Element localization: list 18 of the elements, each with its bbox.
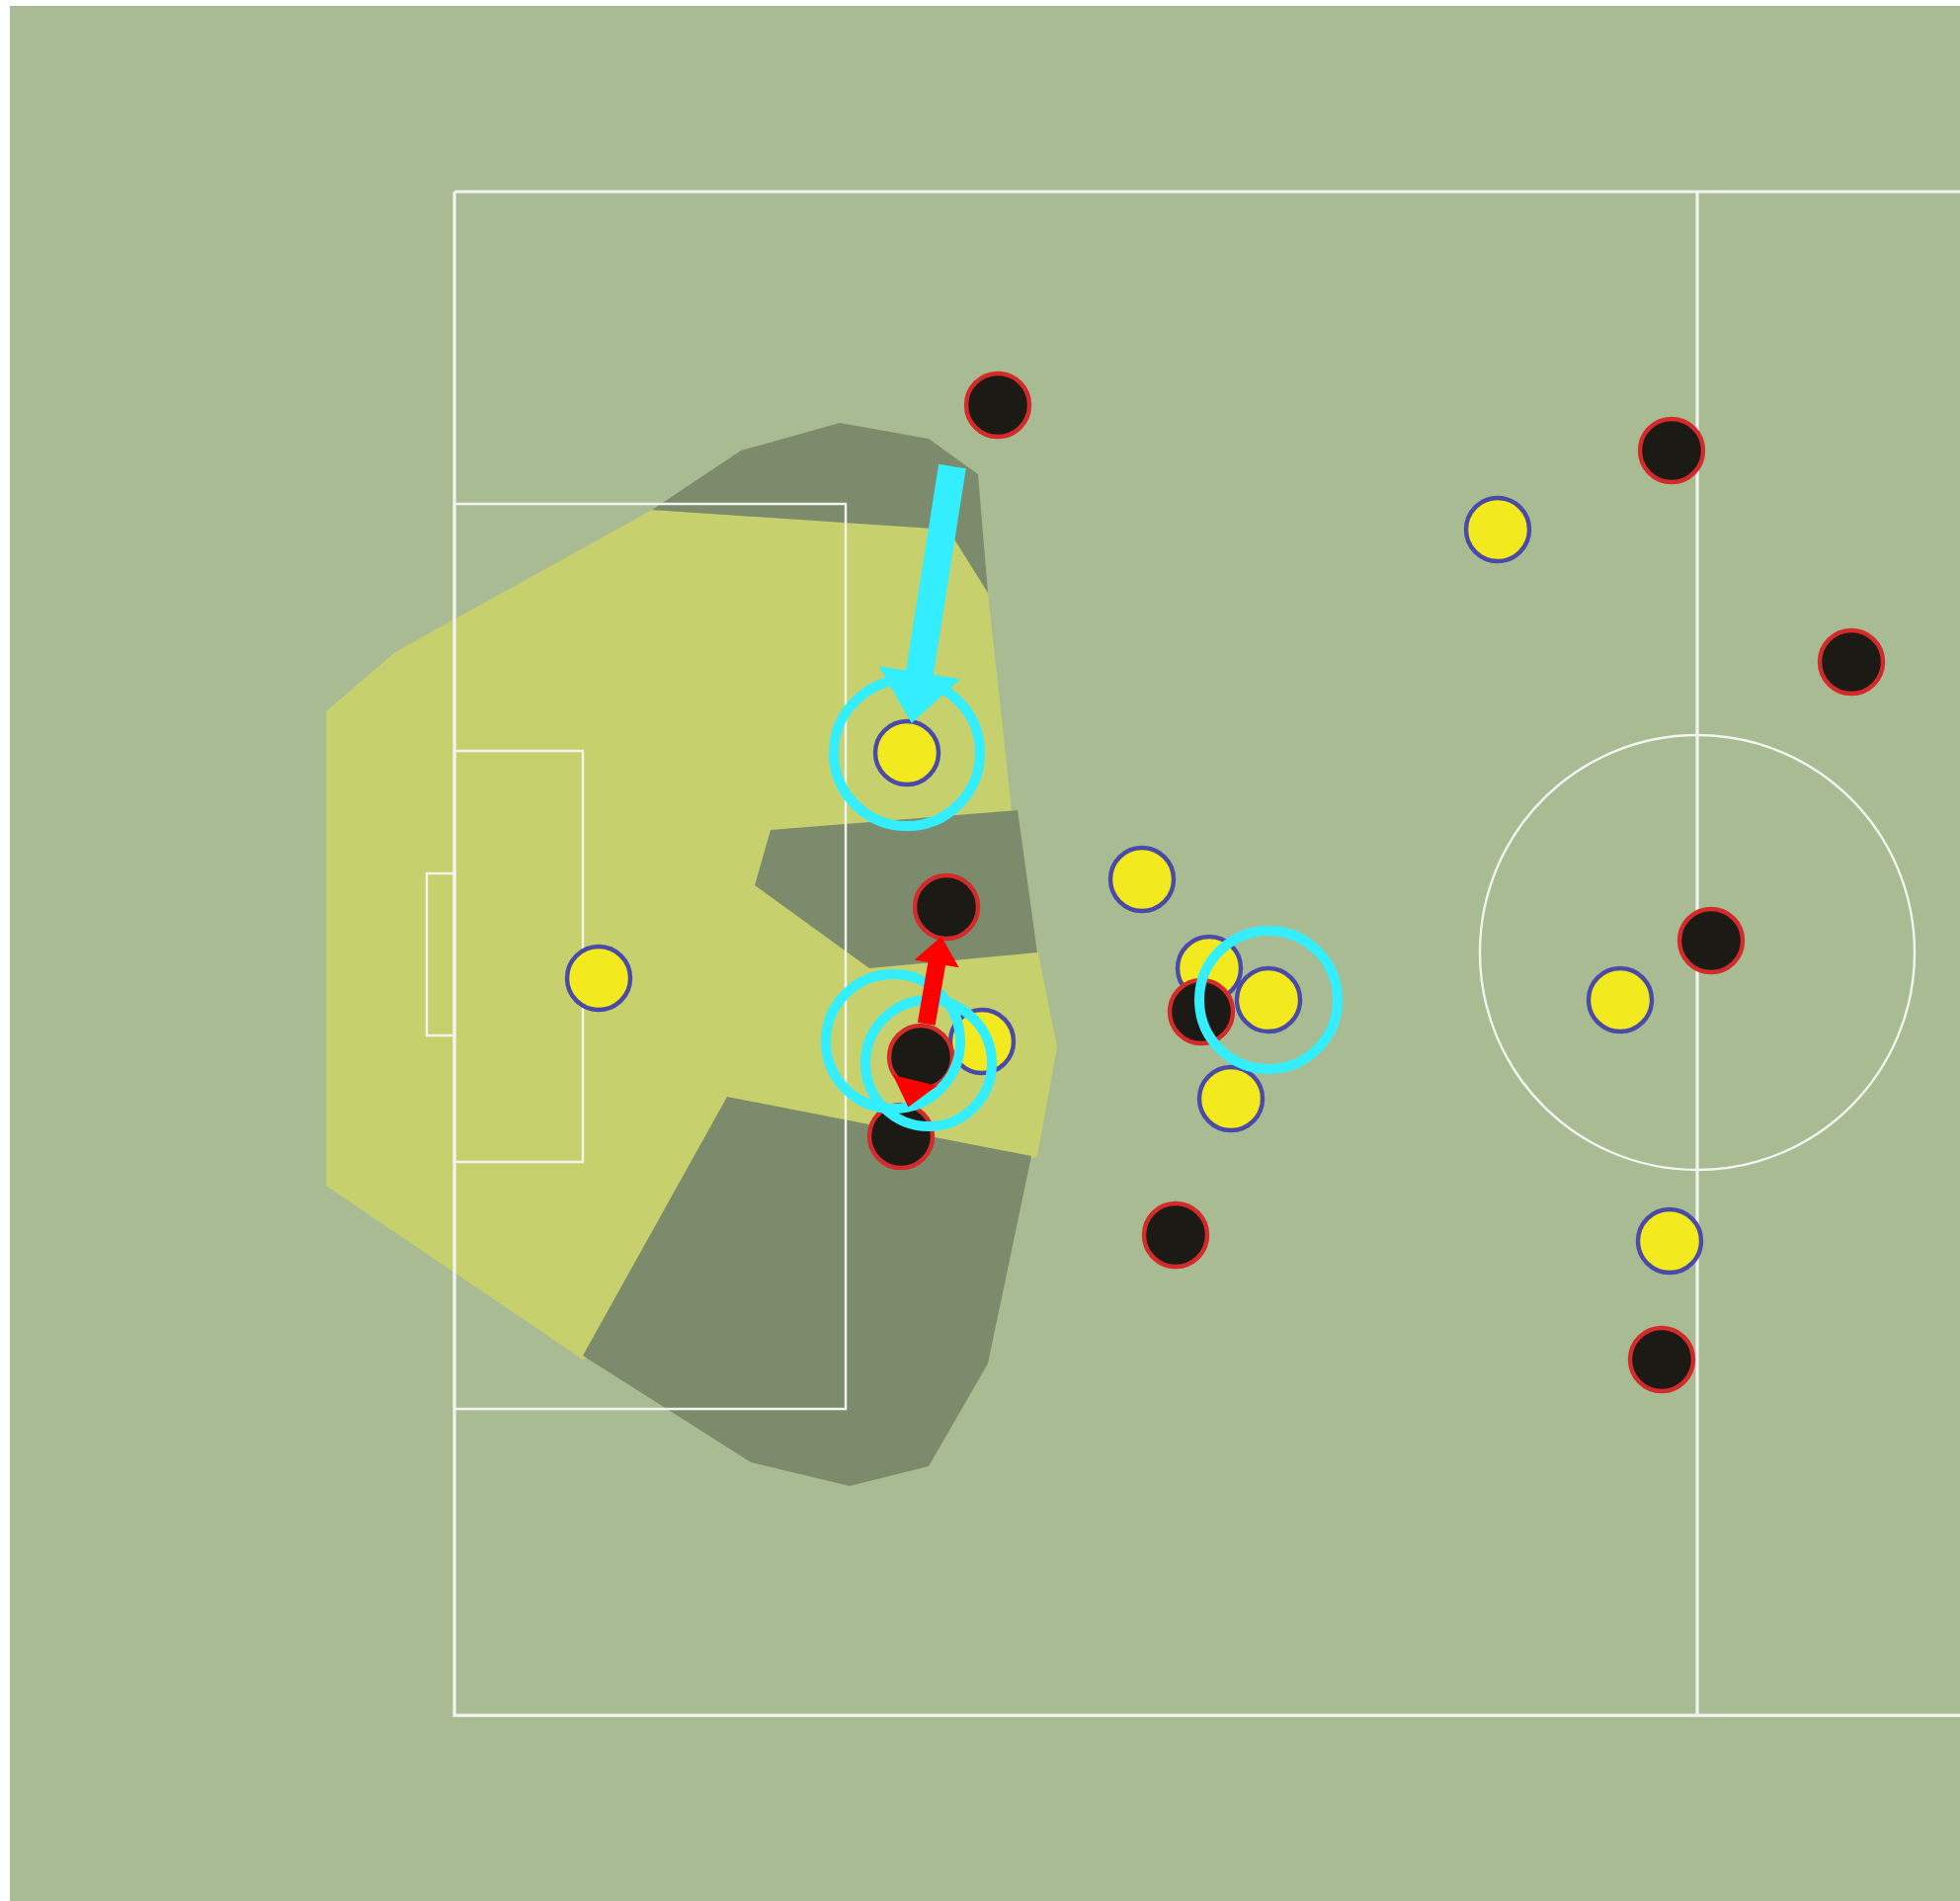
- player-marker: [872, 718, 941, 787]
- player-marker: [1141, 1200, 1210, 1270]
- player-marker: [1196, 1064, 1266, 1133]
- player-marker: [1463, 495, 1532, 564]
- player-marker: [1234, 965, 1303, 1034]
- player-marker: [1627, 1325, 1696, 1394]
- player-marker: [1817, 627, 1886, 697]
- player-marker: [1167, 977, 1236, 1046]
- player-marker: [1637, 416, 1706, 485]
- player-marker: [963, 371, 1032, 440]
- player-marker: [866, 1102, 936, 1171]
- player-marker: [912, 872, 981, 942]
- player-marker: [947, 1007, 1017, 1076]
- player-marker: [564, 944, 633, 1013]
- player-marker: [1635, 1206, 1704, 1276]
- player-marker: [1676, 906, 1746, 975]
- player-marker: [1586, 965, 1655, 1034]
- player-marker: [1107, 845, 1177, 914]
